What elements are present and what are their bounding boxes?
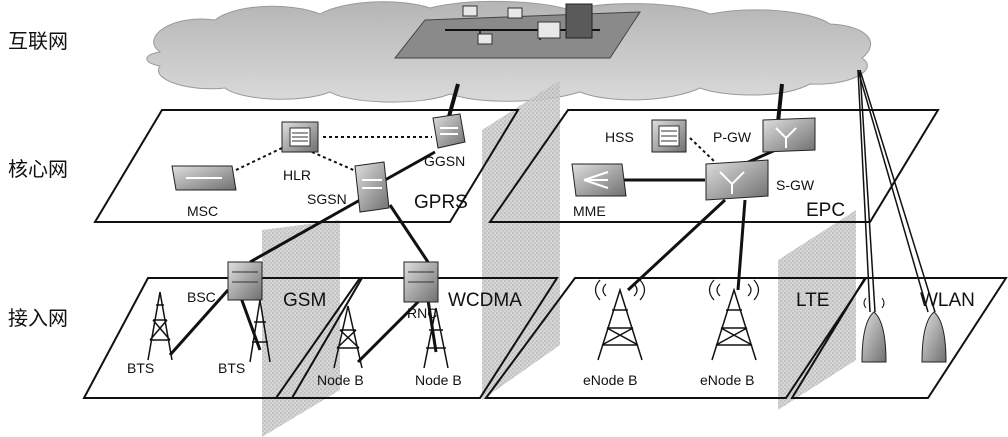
hss-label: HSS [605, 129, 634, 145]
nodeb-tower-2-icon [423, 307, 449, 369]
access-layer-label: 接入网 [8, 306, 68, 330]
gsm-network-label: GSM [283, 290, 326, 311]
hlr-server-icon [281, 121, 319, 153]
nodeb-1-label: Node B [317, 372, 364, 388]
bts-tower-2-icon [249, 299, 271, 363]
wcdma-access-plane [274, 277, 559, 399]
hlr-label: HLR [283, 167, 311, 183]
bts-2-label: BTS [218, 360, 245, 376]
wlan-access-plane [790, 277, 1008, 399]
mme-label: MME [573, 203, 606, 219]
connections [168, 69, 936, 364]
gprs-network-label: GPRS [414, 192, 468, 213]
bts-1-label: BTS [127, 360, 154, 376]
lte-network-label: LTE [796, 290, 829, 311]
internet-layer-label: 互联网 [8, 29, 68, 53]
wlan-network-label: WLAN [920, 290, 975, 311]
sgw-router-icon [705, 159, 769, 201]
epc-network-label: EPC [806, 200, 845, 221]
sgsn-router-icon [354, 161, 390, 213]
ggsn-label: GGSN [424, 153, 465, 169]
shaded-separators [262, 80, 856, 437]
sgw-label: S-GW [776, 177, 815, 193]
wlan-access-point-1-icon [861, 297, 887, 363]
core-layer-label: 核心网 [8, 157, 68, 181]
sgsn-label: SGSN [307, 191, 347, 207]
bsc-controller-icon [227, 261, 263, 301]
bsc-label: BSC [187, 289, 216, 305]
msc-switch-icon [171, 165, 237, 191]
ggsn-router-icon [432, 113, 466, 149]
pgw-router-icon [762, 117, 816, 153]
mme-switch-icon [571, 163, 627, 197]
hss-server-icon [651, 119, 687, 153]
wcdma-network-label: WCDMA [448, 290, 522, 311]
enodeb-tower-1-icon [594, 279, 646, 361]
gprs-core-plane [93, 109, 520, 223]
nodeb-tower-1-icon [333, 305, 363, 369]
enodeb-2-label: eNode B [700, 372, 754, 388]
lte-access-plane [484, 277, 868, 399]
internet-cloud [146, 0, 872, 103]
nodeb-2-label: Node B [415, 372, 462, 388]
wlan-access-point-2-icon [921, 311, 947, 363]
enodeb-1-label: eNode B [583, 372, 637, 388]
rnc-label: RNC [407, 305, 437, 321]
msc-label: MSC [187, 203, 218, 219]
rnc-controller-icon [403, 261, 439, 303]
enodeb-tower-2-icon [708, 279, 760, 361]
bts-tower-1-icon [147, 291, 173, 361]
pgw-label: P-GW [713, 129, 752, 145]
